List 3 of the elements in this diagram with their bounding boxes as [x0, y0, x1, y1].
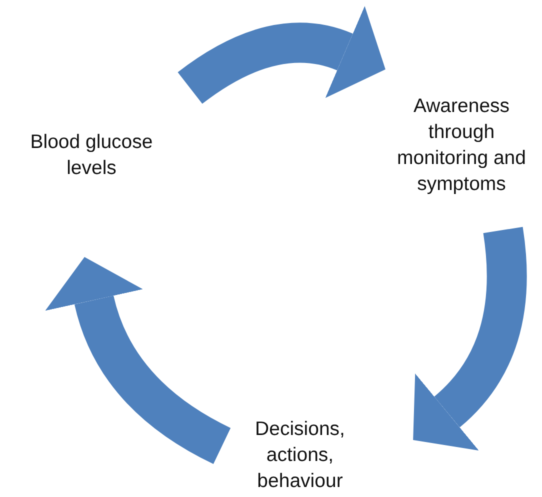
node-label: Awareness through monitoring and symptoms [396, 94, 527, 197]
node-label: Decisions, actions, behaviour [254, 417, 346, 494]
node-label: Blood glucose levels [29, 130, 154, 181]
